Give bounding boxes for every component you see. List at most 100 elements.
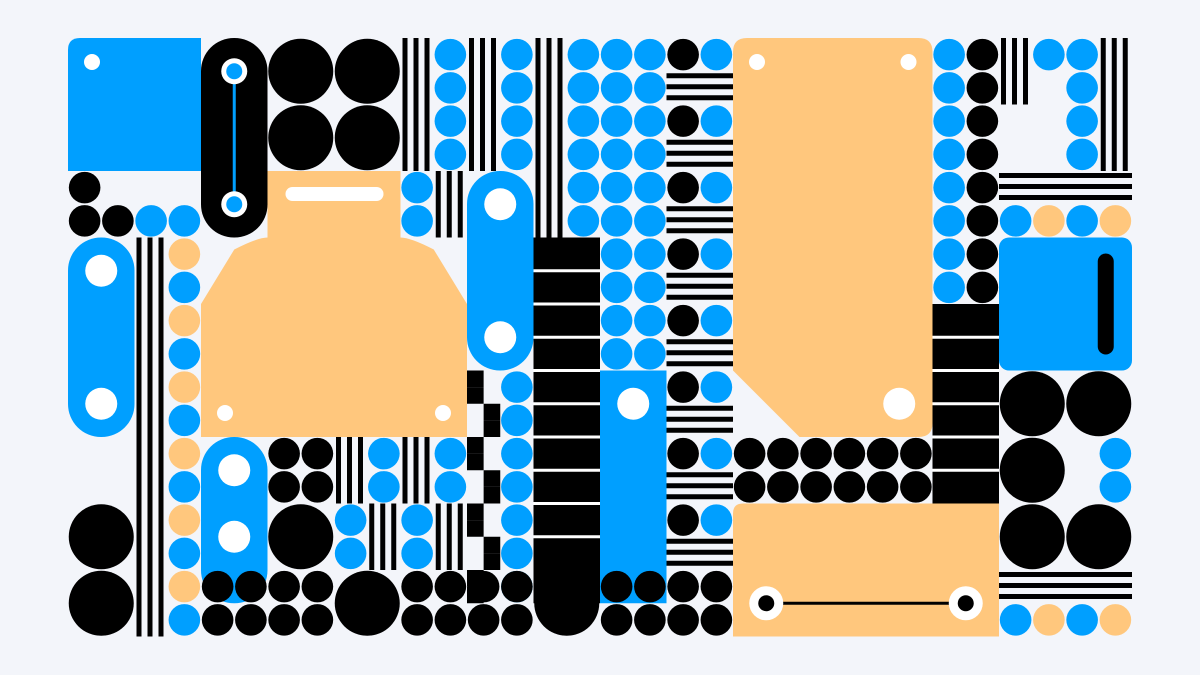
vertical-stripe bbox=[435, 171, 441, 238]
blue-pill-center bbox=[467, 171, 534, 371]
big-black-circle bbox=[268, 105, 334, 171]
orange-bell-shape bbox=[201, 171, 467, 437]
orange-dot bbox=[1099, 604, 1132, 636]
white-dot bbox=[84, 54, 100, 70]
vertical-stripe bbox=[1111, 38, 1117, 171]
horizontal-stripe bbox=[666, 549, 733, 555]
vertical-stripe bbox=[457, 503, 463, 570]
horizontal-stripe bbox=[999, 184, 1132, 189]
black-dot bbox=[301, 437, 334, 470]
black-dot bbox=[268, 437, 300, 470]
blue-dot bbox=[434, 72, 467, 104]
black-dot bbox=[501, 604, 533, 636]
horizontal-stripe bbox=[666, 217, 733, 223]
black-dot bbox=[68, 205, 101, 237]
horizontal-stripe bbox=[666, 272, 733, 278]
blue-dot bbox=[1066, 604, 1098, 636]
horizontal-stripe bbox=[666, 416, 733, 422]
blue-dot bbox=[168, 205, 201, 237]
blue-dot bbox=[501, 38, 533, 71]
orange-dot bbox=[168, 570, 201, 603]
orange-dot bbox=[168, 504, 201, 536]
vertical-stripe bbox=[336, 437, 341, 504]
blue-dot bbox=[600, 238, 633, 270]
blue-dot bbox=[933, 205, 965, 237]
white-bar bbox=[285, 187, 384, 201]
vertical-stripe bbox=[1122, 38, 1128, 171]
blue-dot bbox=[700, 504, 733, 536]
blue-dot bbox=[567, 105, 600, 137]
box-divider bbox=[533, 369, 600, 372]
blue-dot bbox=[501, 404, 533, 437]
black-dot bbox=[667, 570, 699, 603]
vertical-stripe bbox=[358, 437, 363, 504]
box-divider bbox=[533, 502, 600, 505]
black-dot bbox=[667, 304, 699, 337]
black-dot bbox=[600, 604, 633, 636]
blue-dot bbox=[933, 105, 965, 137]
blue-dot bbox=[600, 138, 633, 171]
black-dot bbox=[966, 38, 999, 71]
black-dot bbox=[667, 105, 699, 137]
blue-dot bbox=[434, 105, 467, 137]
black-dot bbox=[235, 570, 267, 603]
block-divider bbox=[932, 402, 999, 406]
blue-dot bbox=[168, 271, 201, 304]
black-dot bbox=[268, 471, 300, 503]
black-dot bbox=[667, 38, 699, 71]
checker-square bbox=[467, 437, 484, 454]
blue-dot bbox=[999, 604, 1032, 636]
blue-dot bbox=[634, 138, 666, 171]
blue-dot bbox=[600, 205, 633, 237]
black-slot bbox=[1097, 253, 1114, 355]
blue-dot bbox=[401, 205, 433, 237]
black-dot bbox=[833, 437, 866, 470]
blue-dot bbox=[700, 171, 733, 204]
blue-dot bbox=[634, 205, 666, 237]
block-divider bbox=[932, 468, 999, 472]
big-black-circle bbox=[334, 570, 400, 636]
horizontal-stripe bbox=[666, 472, 733, 478]
horizontal-stripe bbox=[666, 228, 733, 234]
orange-dot bbox=[1099, 205, 1132, 237]
black-dot bbox=[634, 570, 666, 603]
horizontal-stripe bbox=[999, 173, 1132, 178]
vertical-stripe bbox=[535, 38, 541, 238]
blue-dot bbox=[401, 504, 433, 536]
big-black-circle bbox=[999, 437, 1065, 503]
big-black-circle bbox=[1066, 371, 1132, 437]
vertical-stripe bbox=[1001, 38, 1006, 105]
blue-dot bbox=[999, 205, 1032, 237]
vertical-stripe bbox=[1100, 38, 1106, 171]
blue-dot bbox=[1066, 105, 1098, 137]
white-dot bbox=[883, 387, 916, 420]
white-dot bbox=[484, 188, 517, 221]
blue-dot bbox=[634, 304, 666, 337]
blue-dot bbox=[168, 338, 201, 370]
white-dot bbox=[484, 321, 517, 354]
blue-dot bbox=[600, 105, 633, 137]
blue-pill-left bbox=[68, 237, 135, 437]
blue-dot bbox=[600, 304, 633, 337]
blue-dot bbox=[501, 504, 533, 536]
blue-dot bbox=[634, 38, 666, 71]
black-dot bbox=[767, 437, 799, 470]
blue-dot bbox=[700, 38, 733, 71]
vertical-stripe bbox=[424, 38, 430, 171]
black-dot bbox=[800, 471, 832, 503]
black-dot bbox=[667, 371, 699, 403]
black-dot bbox=[235, 604, 267, 636]
box-divider bbox=[533, 269, 600, 273]
blue-dot bbox=[600, 72, 633, 104]
vertical-stripe bbox=[1023, 38, 1028, 105]
black-dot bbox=[866, 437, 899, 470]
blue-dot bbox=[1066, 138, 1098, 171]
blue-dot bbox=[226, 196, 243, 213]
blue-dot bbox=[933, 72, 965, 104]
black-dot bbox=[467, 604, 500, 636]
black-dot bbox=[966, 271, 999, 304]
horizontal-stripe bbox=[666, 95, 733, 101]
white-dot bbox=[435, 405, 451, 421]
blue-dot bbox=[434, 471, 467, 503]
blue-dot bbox=[434, 38, 467, 71]
